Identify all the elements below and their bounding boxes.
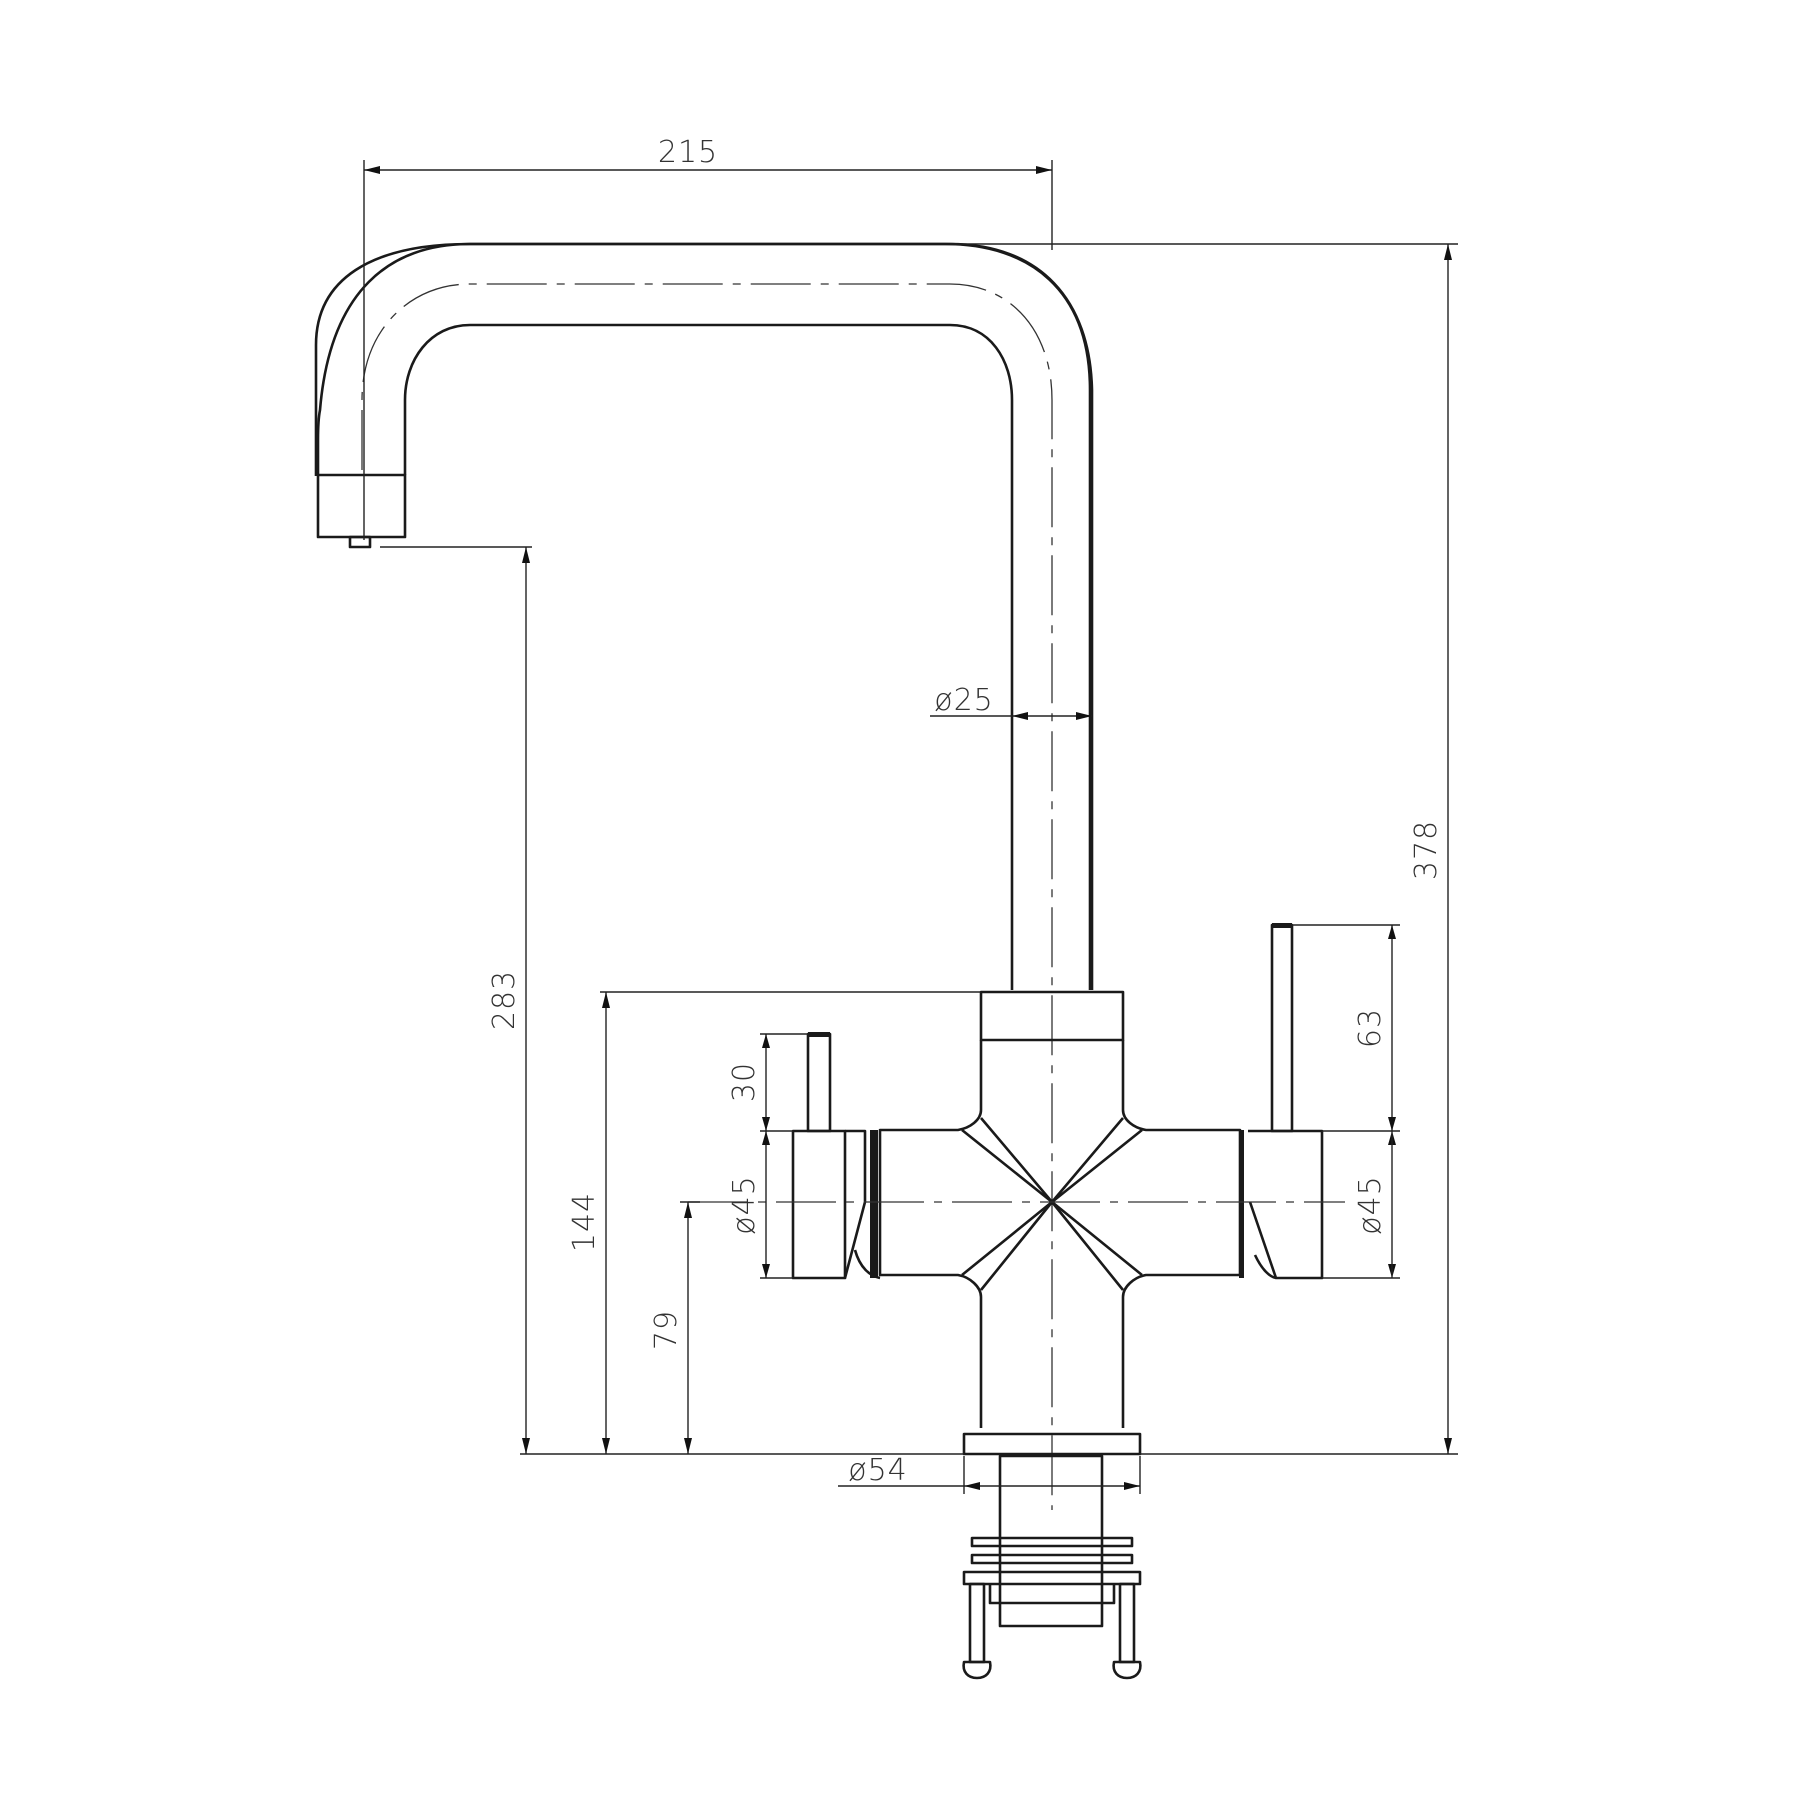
dim-spout-outlet-height: 283 — [487, 970, 522, 1030]
right-handle — [1239, 923, 1324, 1280]
tap-body — [878, 990, 1242, 1456]
dim-left-lever-length: 30 — [727, 1062, 762, 1102]
spout — [314, 242, 1094, 1510]
dimension-lines — [363, 160, 1458, 1494]
dim-right-handle-diameter: ø45 — [1353, 1175, 1388, 1235]
dim-handle-center-height: 79 — [649, 1310, 684, 1350]
dim-total-height: 378 — [1409, 820, 1444, 880]
dim-base-diameter: ø54 — [848, 1453, 908, 1488]
dim-body-height: 144 — [567, 1192, 602, 1252]
left-handle — [791, 1032, 881, 1280]
dim-right-lever-length: 63 — [1353, 1008, 1388, 1048]
dim-spout-reach: 215 — [658, 135, 718, 170]
dim-spout-tube-diameter: ø25 — [934, 683, 994, 718]
mounting-kit — [962, 1454, 1142, 1680]
dim-left-handle-diameter: ø45 — [727, 1175, 762, 1235]
